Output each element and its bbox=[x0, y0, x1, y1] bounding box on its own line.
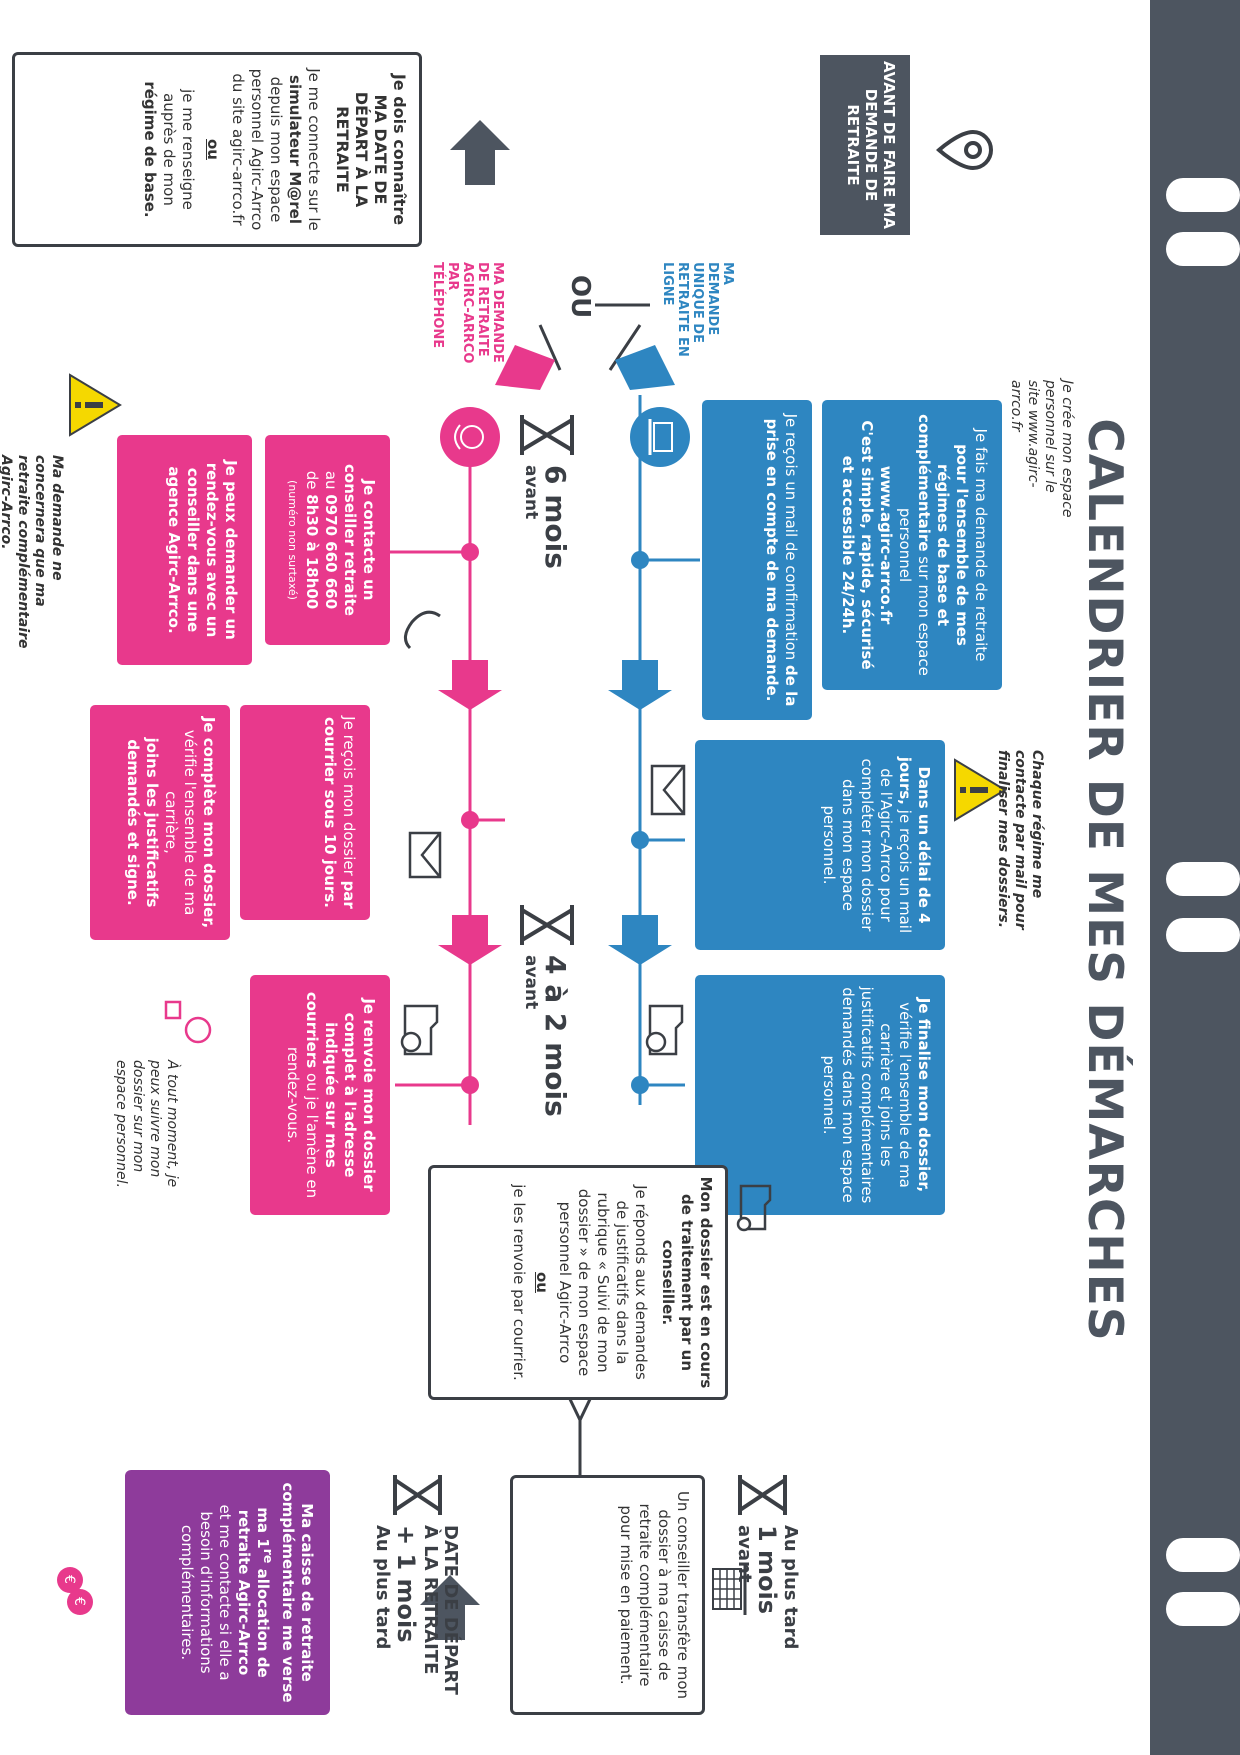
phone-box-3: Je reçois mon dossier par courrier sous … bbox=[240, 705, 370, 920]
processing-text2: je les renvoie par courrier. bbox=[510, 1184, 528, 1381]
phone-box1-bold: Je contacte un conseiller retraite bbox=[341, 464, 378, 616]
online-space-note: Je crée mon espace personnel sur le site… bbox=[1008, 380, 1075, 518]
payment-box: Ma caisse de retraite complémentaire me … bbox=[125, 1470, 330, 1715]
online-box1-site: www.agirc-arrco.fr bbox=[877, 465, 895, 625]
stage-final-line2: À LA RETRAITE bbox=[420, 1525, 441, 1675]
phone-follow-note: À tout moment, je peux suivre mon dossie… bbox=[113, 1060, 180, 1188]
phone-box-5: Je renvoie mon dossier complet à l'adres… bbox=[250, 975, 390, 1215]
mail-letter-icon bbox=[408, 831, 442, 879]
svg-text:€: € bbox=[61, 1575, 77, 1584]
start-text2-bold: régime de base. bbox=[141, 81, 159, 218]
online-warning-note: Chaque régime me contacte par mail pour … bbox=[995, 750, 1045, 930]
transfer-box: Un conseiller transfère mon dossier à ma… bbox=[510, 1475, 705, 1715]
phone-hours: 8h30 à 18h00 bbox=[303, 494, 321, 610]
phone-hours-pre: de bbox=[303, 470, 321, 490]
phone-box4-bold2: joins les justificatifs demandés et sign… bbox=[124, 737, 161, 908]
email-icon bbox=[650, 764, 686, 816]
svg-text:€: € bbox=[71, 1597, 87, 1606]
stage-1-big: 1 mois bbox=[753, 1525, 781, 1615]
phone-box1-mid: au bbox=[322, 470, 340, 490]
online-box-3: Dans un délai de 4 jours, je reçois un m… bbox=[695, 740, 945, 950]
phone-icon bbox=[404, 610, 441, 650]
phone-box3-pre: Je reçois mon dossier bbox=[340, 716, 358, 876]
stage-42-small: avant bbox=[521, 955, 541, 1010]
stage-6-small: avant bbox=[521, 465, 541, 520]
online-box1-end: C'est simple, rapide, sécurisé et access… bbox=[839, 420, 876, 670]
computer-icon bbox=[630, 407, 690, 467]
processing-box: Mon dossier est en cours de traitement p… bbox=[428, 1165, 728, 1400]
person-lock-icon bbox=[164, 1000, 212, 1044]
start-text-pre: Je me connecte sur le bbox=[305, 68, 323, 231]
location-pin-icon bbox=[936, 129, 994, 171]
euro-coins-icon: € € bbox=[57, 1567, 93, 1615]
stage-6-months: 6 mois avant bbox=[521, 465, 572, 605]
stage-final: DATE DE DÉPART À LA RETRAITE + 1 mois Au… bbox=[372, 1525, 461, 1700]
processing-title: Mon dossier est en cours de traitement p… bbox=[659, 1176, 715, 1389]
phone-box-2: Je peux demander un rendez-vous avec un … bbox=[117, 435, 252, 665]
online-box-2: Je reçois un mail de confirmation de la … bbox=[702, 400, 812, 720]
processing-text: Je réponds aux demandes de justificatifs… bbox=[556, 1185, 650, 1380]
payment-text: et me contacte si elle a besoin d'inform… bbox=[178, 1504, 234, 1681]
online-box-1: Je fais ma demande de retraite pour l'en… bbox=[822, 400, 1002, 690]
online-box-4: Je finalise mon dossier, vérifie l'ensem… bbox=[695, 975, 945, 1215]
phone-box1-small: (numéro non surtaxé) bbox=[286, 480, 299, 600]
phone-box4-bold1: Je complète mon dossier, bbox=[200, 716, 218, 929]
start-box-title: Je dois connaître MA DATE DE DÉPART À LA… bbox=[333, 73, 409, 226]
phone-box2-bold: Je peux demander un rendez-vous avec un … bbox=[165, 460, 240, 640]
payment-bold-sup: re bbox=[261, 1548, 276, 1564]
stage-final-small: Au plus tard bbox=[372, 1525, 393, 1650]
start-text2-pre: je me renseigne auprès de mon bbox=[160, 89, 197, 210]
online-box2-pre: Je reçois un mail de confirmation bbox=[782, 413, 800, 661]
stage-final-big: + 1 mois bbox=[392, 1525, 420, 1643]
phone-box-1: Je contacte un conseiller retraite au 09… bbox=[265, 435, 390, 645]
online-box1-pre: Je fais ma demande de retraite bbox=[972, 428, 990, 662]
start-label: AVANT DE FAIRE MA DEMANDE DE RETRAITE bbox=[820, 55, 910, 235]
simulator-name: simulateur M@rel bbox=[286, 75, 304, 224]
ou-label: OU bbox=[565, 275, 595, 319]
phone-box5-text: ou je l'amène en rendez-vous. bbox=[284, 1046, 321, 1199]
phone-headset-icon bbox=[440, 407, 500, 467]
processing-or: ou bbox=[533, 1272, 551, 1293]
phone-label: MA DEMANDE DE RETRAITE AGIRC-ARRCO PAR T… bbox=[430, 262, 505, 364]
start-or: ou bbox=[204, 139, 222, 160]
stage-42-big: 4 à 2 mois bbox=[539, 955, 572, 1117]
stage-4-2-months: 4 à 2 mois avant bbox=[521, 955, 572, 1135]
online-label: MA DEMANDE UNIQUE DE RETRAITE EN LIGNE bbox=[660, 262, 735, 357]
start-text-post: depuis mon espace personnel Agirc-Arrco … bbox=[229, 68, 285, 231]
stage-final-line1: DATE DE DÉPART bbox=[440, 1525, 461, 1695]
stage-1-top: Au plus tard bbox=[780, 1525, 801, 1650]
online-box4-text: vérifie l'ensemble de ma carrière et joi… bbox=[820, 986, 914, 1204]
phone-box-4: Je complète mon dossier, vérifie l'ensem… bbox=[90, 705, 230, 940]
folder-search-icon bbox=[736, 1184, 772, 1232]
phone-number: 0970 660 660 bbox=[322, 494, 340, 610]
finish-flag-icon bbox=[712, 1565, 747, 1615]
stage-6-big: 6 mois bbox=[539, 465, 572, 569]
start-box: Je dois connaître MA DATE DE DÉPART À LA… bbox=[12, 52, 422, 247]
folder-add-icon bbox=[645, 1004, 684, 1056]
phone-warning-note: Ma demande ne concernera que ma retraite… bbox=[0, 455, 65, 649]
phone-box4-text: vérifie l'ensemble de ma carrière, bbox=[162, 729, 199, 916]
online-box4-bold: Je finalise mon dossier, bbox=[915, 997, 933, 1193]
folder-add-icon bbox=[400, 1004, 439, 1056]
